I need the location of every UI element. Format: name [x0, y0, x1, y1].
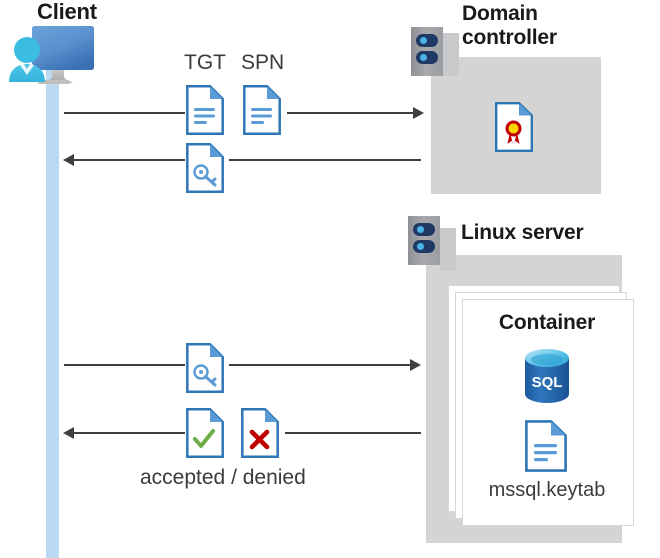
message-line-2-right	[229, 159, 421, 161]
server-rack-icon	[408, 216, 440, 265]
document-key-ticket-icon	[186, 343, 224, 393]
accepted-denied-label: accepted / denied	[140, 466, 306, 489]
document-check-icon	[186, 408, 224, 458]
message-line-4-right	[285, 432, 421, 434]
document-key-ticket-icon	[186, 143, 224, 193]
client-lifeline	[46, 62, 59, 558]
message-arrow-4-head	[63, 427, 74, 439]
certificate-document-icon	[495, 102, 533, 152]
linux-server-rack-shadow	[440, 228, 456, 271]
document-cross-icon	[241, 408, 279, 458]
message-line-3-left	[64, 364, 185, 366]
domain-controller-label-line2: controller	[462, 26, 557, 49]
message-line-1-left	[64, 112, 185, 114]
client-user-monitor-icon	[6, 24, 102, 86]
keytab-label: mssql.keytab	[488, 479, 606, 501]
container-card-front	[462, 299, 634, 526]
message-line-2-left	[74, 159, 185, 161]
message-line-4-left	[74, 432, 185, 434]
domain-controller-label-line1: Domain	[462, 2, 538, 25]
tgt-label: TGT	[184, 51, 226, 74]
document-lines-icon	[525, 420, 567, 472]
server-rack-icon	[411, 27, 443, 76]
message-arrow-3-head	[410, 359, 421, 371]
linux-server-label: Linux server	[461, 221, 584, 244]
domain-controller-rack-shadow	[443, 33, 459, 76]
sql-database-icon: SQL	[523, 349, 571, 403]
document-lines-icon	[186, 85, 224, 135]
message-line-3-right	[229, 364, 415, 366]
client-label: Client	[37, 0, 97, 24]
svg-text:SQL: SQL	[532, 374, 563, 391]
container-label: Container	[498, 311, 596, 334]
message-line-1-right	[287, 112, 415, 114]
document-lines-icon	[243, 85, 281, 135]
message-arrow-1-head	[413, 107, 424, 119]
message-arrow-2-head	[63, 154, 74, 166]
spn-label: SPN	[241, 51, 285, 74]
